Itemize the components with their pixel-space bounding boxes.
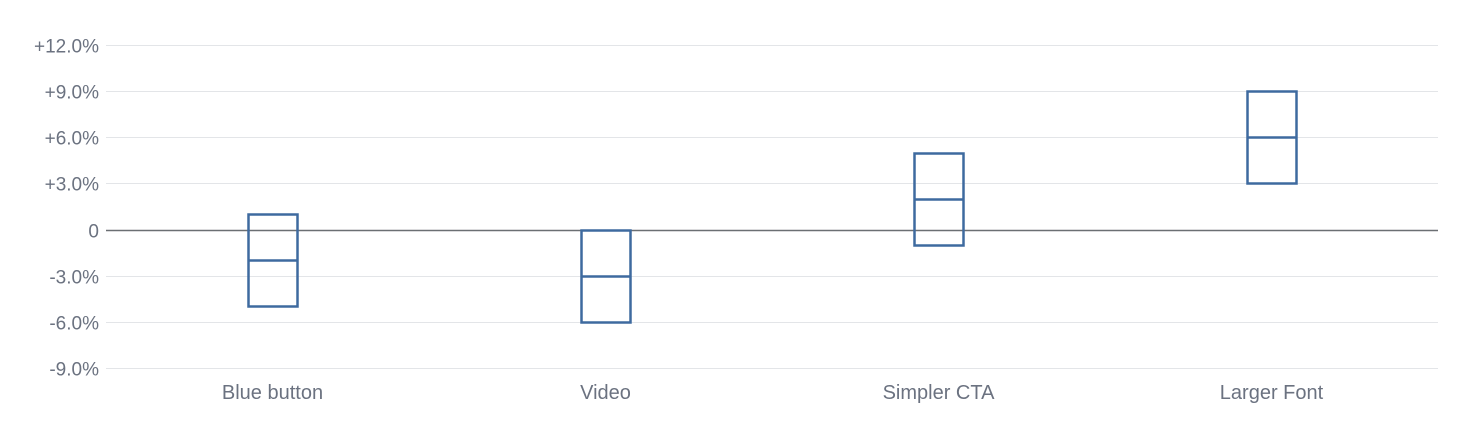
interval-box[interactable] xyxy=(247,213,299,308)
y-tick-label: +6.0% xyxy=(45,129,100,150)
x-category-label: Larger Font xyxy=(1220,382,1324,404)
x-category-label: Blue button xyxy=(222,382,323,404)
interval-box[interactable] xyxy=(1246,90,1298,185)
y-tick-label: -6.0% xyxy=(49,314,99,335)
y-tick-label: -3.0% xyxy=(49,268,99,289)
y-tick-label: +9.0% xyxy=(45,83,100,104)
y-tick-label: +3.0% xyxy=(45,175,100,196)
y-axis: +12.0% +9.0% +6.0% +3.0% 0 -3.0% -6.0% -9.0% xyxy=(34,37,99,381)
y-tick-label: -9.0% xyxy=(49,360,99,381)
interval-box[interactable] xyxy=(913,152,965,247)
y-tick-label: +12.0% xyxy=(34,37,99,58)
interval-box[interactable] xyxy=(580,229,632,324)
grid-layer xyxy=(106,45,1438,369)
x-axis: Blue button Video Simpler CTA Larger Font xyxy=(222,382,1324,404)
y-tick-label: 0 xyxy=(88,222,99,243)
plot-area xyxy=(247,90,1298,324)
x-category-label: Video xyxy=(580,382,631,404)
x-category-label: Simpler CTA xyxy=(883,382,996,404)
